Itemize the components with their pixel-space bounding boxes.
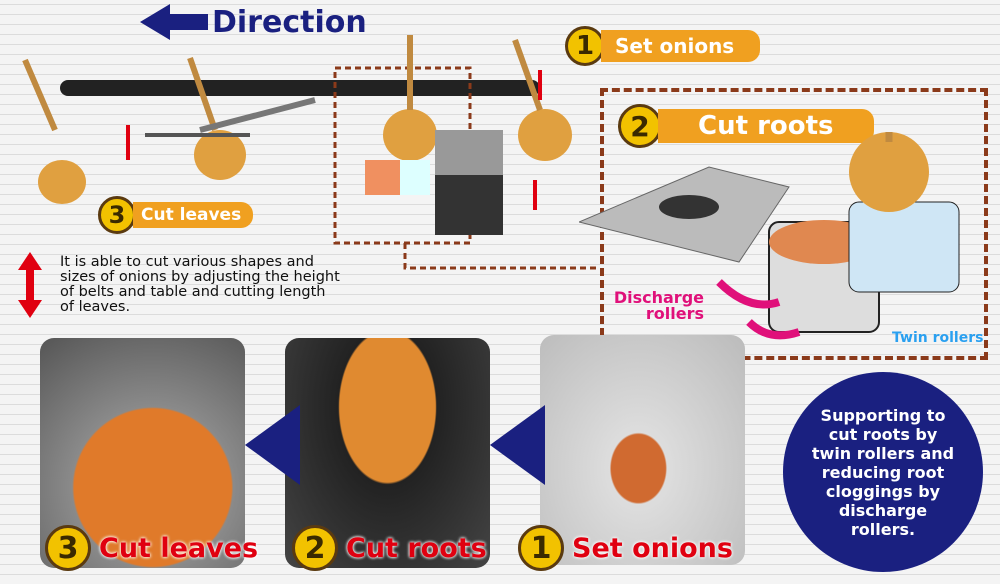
photo-caption-2: 2 Cut roots <box>292 525 487 571</box>
direction-label: Direction <box>212 4 367 40</box>
step-1-label: 1 Set onions <box>565 26 761 66</box>
step-2-label: 2 Cut roots <box>618 104 874 148</box>
arrow-left-icon <box>490 405 545 485</box>
double-arrow-icon <box>18 252 42 318</box>
direction-indicator: Direction <box>140 4 367 40</box>
arrow-left-icon <box>245 405 300 485</box>
info-callout: Supporting to cut roots by twin rollers … <box>783 372 983 572</box>
step-3-label: 3 Cut leaves <box>98 196 254 234</box>
adjustment-note: It is able to cut various shapes and siz… <box>60 254 340 315</box>
cut-roots-panel: 2 Cut roots Discharge rollers Twin rolle… <box>579 88 988 360</box>
arrow-left-icon <box>140 4 208 40</box>
twin-rollers-label: Twin rollers <box>892 330 984 346</box>
machine-diagram <box>22 35 600 270</box>
discharge-rollers-label: Discharge rollers <box>613 288 704 323</box>
photo-caption-3: 3 Cut leaves <box>45 525 258 571</box>
roller-illustration <box>579 132 960 340</box>
photo-set-onions <box>540 335 745 565</box>
photo-caption-1: 1 Set onions <box>518 525 733 571</box>
